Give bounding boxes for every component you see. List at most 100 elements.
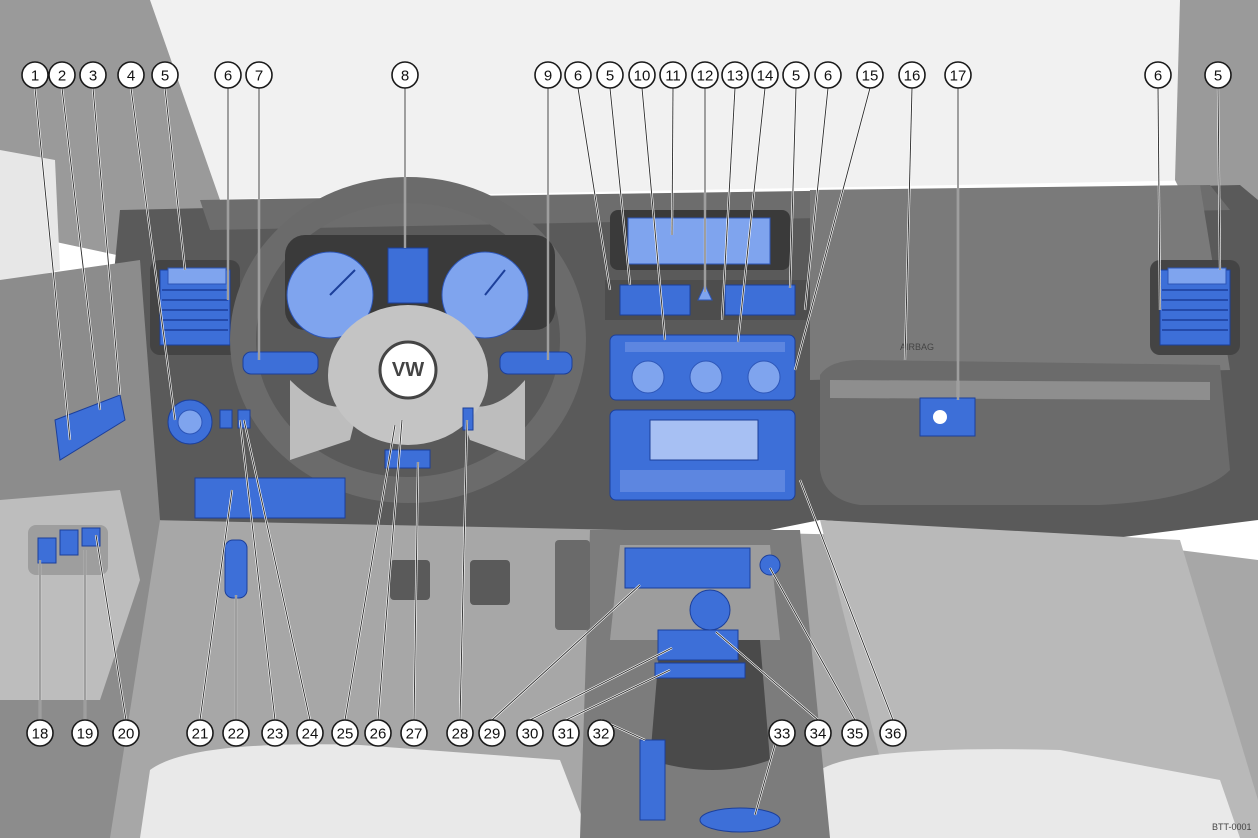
callout-bottom-14: 32 bbox=[587, 719, 615, 747]
leader-line bbox=[199, 489, 233, 721]
callout-top-21: 6 bbox=[1144, 61, 1172, 89]
leader-line bbox=[794, 87, 871, 371]
callout-circle bbox=[691, 61, 719, 89]
leader-lines bbox=[33, 87, 1222, 816]
callout-top-17: 6 bbox=[814, 61, 842, 89]
leader-line bbox=[130, 87, 176, 421]
leader-line bbox=[1217, 87, 1221, 271]
airbag-label: AIRBAG bbox=[900, 342, 934, 352]
callout-number: 17 bbox=[950, 68, 967, 85]
callout-number: 10 bbox=[634, 68, 651, 85]
callout-bottom-9: 27 bbox=[400, 719, 428, 747]
leader-line bbox=[243, 419, 311, 721]
callout-circle bbox=[587, 719, 615, 747]
callout-number: 5 bbox=[161, 68, 169, 85]
steering-wheel bbox=[230, 177, 586, 503]
mirror-switch bbox=[81, 527, 101, 547]
callout-circle bbox=[596, 61, 624, 89]
callout-top-8: 9 bbox=[534, 61, 562, 89]
driver-seat bbox=[140, 744, 590, 838]
callout-bottom-18: 36 bbox=[879, 719, 907, 747]
callout-number: 29 bbox=[484, 726, 501, 743]
hazard-button bbox=[697, 283, 713, 301]
leader-line bbox=[459, 419, 468, 721]
callout-bottom-16: 34 bbox=[804, 719, 832, 747]
brake-pedal bbox=[390, 560, 430, 600]
callout-bottom-8: 26 bbox=[364, 719, 392, 747]
callout-number: 9 bbox=[544, 68, 552, 85]
callout-circle bbox=[222, 719, 250, 747]
callout-top-4: 5 bbox=[151, 61, 179, 89]
callout-number: 11 bbox=[665, 68, 681, 85]
callout-circle bbox=[516, 719, 544, 747]
leader-line bbox=[715, 631, 819, 721]
leader-line bbox=[671, 87, 674, 236]
callout-circle bbox=[856, 61, 884, 89]
callout-top-16: 5 bbox=[782, 61, 810, 89]
callout-circle bbox=[659, 61, 687, 89]
cluster-display bbox=[387, 247, 429, 304]
callout-number: 5 bbox=[606, 68, 614, 85]
callout-number: 35 bbox=[847, 726, 864, 743]
window-switch-right bbox=[59, 529, 79, 556]
left-stalk bbox=[242, 351, 319, 375]
callout-number: 5 bbox=[1214, 68, 1222, 85]
callout-number: 8 bbox=[401, 68, 409, 85]
callout-number: 26 bbox=[370, 726, 387, 743]
callout-number: 19 bbox=[77, 726, 94, 743]
callout-circle bbox=[552, 719, 580, 747]
leader-line bbox=[789, 87, 797, 289]
callout-circle bbox=[71, 719, 99, 747]
callout-bottom-11: 29 bbox=[478, 719, 506, 747]
leader-line bbox=[1157, 87, 1161, 311]
button-28 bbox=[462, 407, 474, 431]
temperature-knob-left bbox=[631, 360, 665, 394]
callout-number: 6 bbox=[824, 68, 832, 85]
callout-number: 23 bbox=[267, 726, 284, 743]
callout-top-5: 6 bbox=[214, 61, 242, 89]
callout-number: 5 bbox=[792, 68, 800, 85]
vw-logo-icon bbox=[378, 340, 438, 400]
callout-top-9: 6 bbox=[564, 61, 592, 89]
vw-badge-text: VW bbox=[392, 359, 424, 381]
leader-line bbox=[344, 424, 396, 721]
callout-bottom-17: 35 bbox=[841, 719, 869, 747]
callout-top-11: 10 bbox=[628, 61, 656, 89]
callout-top-6: 7 bbox=[245, 61, 273, 89]
callout-number: 22 bbox=[228, 726, 245, 743]
callout-bottom-10: 28 bbox=[446, 719, 474, 747]
callout-number: 25 bbox=[337, 726, 354, 743]
callout-number: 33 bbox=[774, 726, 791, 743]
callout-number: 3 bbox=[89, 68, 97, 85]
callout-number: 16 bbox=[904, 68, 921, 85]
callout-number: 36 bbox=[885, 726, 902, 743]
cup-holder bbox=[699, 807, 781, 833]
accelerator-pedal bbox=[470, 560, 510, 605]
right-stalk bbox=[499, 351, 573, 375]
callout-circle bbox=[841, 719, 869, 747]
callout-number: 2 bbox=[58, 68, 66, 85]
callout-number: 30 bbox=[522, 726, 539, 743]
callout-circle bbox=[751, 61, 779, 89]
gear-knob bbox=[689, 589, 731, 631]
callout-circle bbox=[331, 719, 359, 747]
callout-circle bbox=[151, 61, 179, 89]
callout-circle bbox=[782, 61, 810, 89]
callout-circle bbox=[364, 719, 392, 747]
callout-circle bbox=[1204, 61, 1232, 89]
callout-top-0: 1 bbox=[21, 61, 49, 89]
leader-line bbox=[804, 87, 829, 311]
leader-line bbox=[34, 87, 71, 441]
leader-line bbox=[737, 87, 766, 343]
callout-top-2: 3 bbox=[79, 61, 107, 89]
callout-number: 1 bbox=[31, 68, 39, 85]
callout-circle bbox=[1144, 61, 1172, 89]
callout-top-1: 2 bbox=[48, 61, 76, 89]
leader-line bbox=[565, 669, 671, 721]
callout-circle bbox=[944, 61, 972, 89]
callout-number: 20 bbox=[118, 726, 135, 743]
callout-bottom-12: 30 bbox=[516, 719, 544, 747]
callout-circle bbox=[564, 61, 592, 89]
